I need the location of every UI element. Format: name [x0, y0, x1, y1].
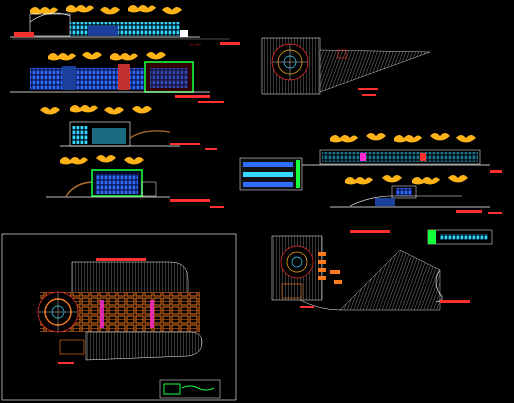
elevation-2	[10, 52, 224, 103]
floor-plan-right	[271, 229, 493, 311]
site-plan-top	[261, 37, 431, 96]
cloud-row	[30, 5, 182, 15]
compass-rose-icon	[37, 291, 79, 333]
section-tower	[46, 155, 224, 208]
long-section-right	[239, 133, 502, 191]
section-small	[40, 105, 217, 150]
elevation-right	[330, 175, 502, 214]
sheet-frame	[1, 233, 237, 401]
floor-plan-boxed	[1, 233, 237, 401]
elevation-1: ━━ ━━━	[10, 5, 240, 47]
svg-text:━━ ━━━: ━━ ━━━	[189, 43, 201, 47]
compass-rose-icon	[280, 245, 314, 279]
compass-rose-icon	[271, 43, 309, 81]
